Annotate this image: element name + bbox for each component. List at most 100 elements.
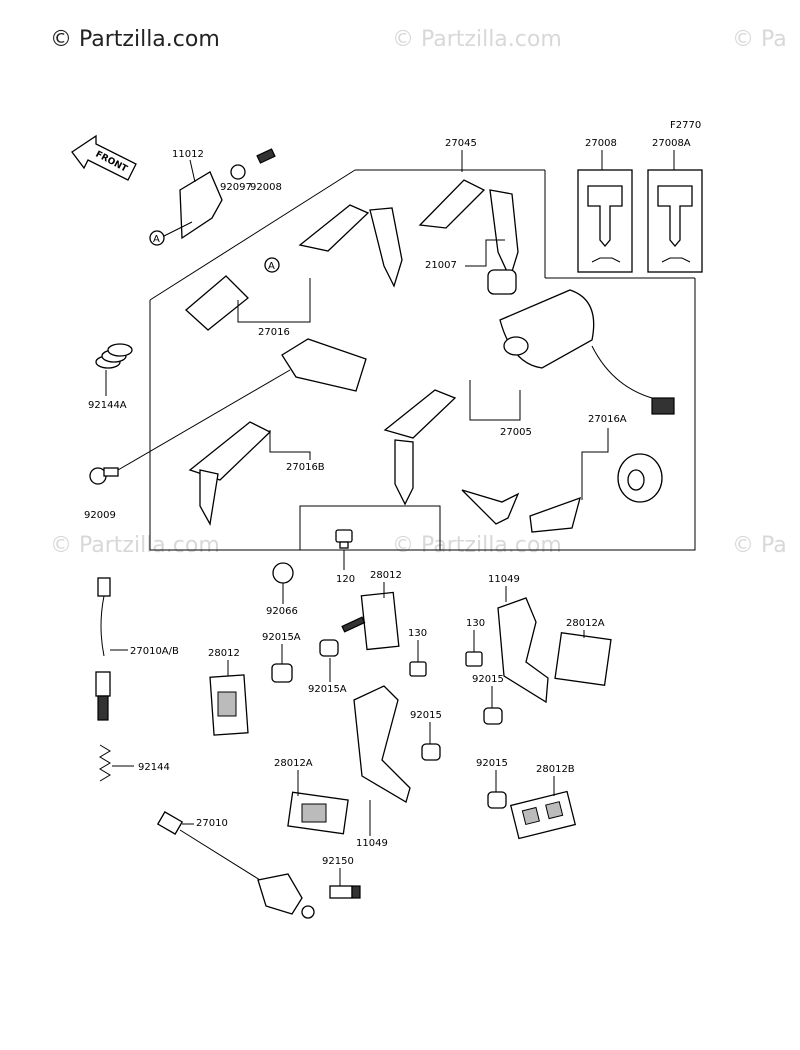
watermark-main: © Partzilla.com (50, 27, 220, 52)
bolt-130-mid (409, 661, 427, 677)
spring-92144a (95, 343, 133, 369)
washer-92066 (272, 562, 294, 584)
key-blank-icon (587, 185, 693, 263)
front-arrow-icon: FRONT (71, 134, 137, 181)
plate-11012 (179, 171, 223, 240)
bolt-120 (335, 529, 353, 549)
watermark-mid-right: © Pa (732, 533, 787, 558)
switch-connector (651, 397, 675, 415)
sensor-27010ab (95, 577, 111, 721)
label-28012a-right: 28012A (566, 618, 605, 629)
label-21007: 21007 (425, 260, 457, 271)
watermark-top-center: © Partzilla.com (392, 27, 562, 52)
key-27045-d (489, 189, 519, 280)
key-27045-c (418, 179, 486, 229)
screw-92009 (89, 467, 119, 485)
watermark-top-right: © Pa (732, 27, 787, 52)
label-92097: 92097 (220, 182, 252, 193)
label-28012b: 28012B (536, 764, 575, 775)
key-27016b-b (199, 469, 219, 526)
leader-92009 (117, 369, 291, 471)
bolt-92008 (256, 148, 276, 164)
bracket-11049-top (497, 597, 549, 704)
lock-cylinder-27016 (185, 275, 249, 331)
plate-28012-top (360, 591, 400, 651)
label-28012a-bottom: 28012A (274, 758, 313, 769)
switch-wire (591, 345, 653, 399)
label-92015-bottom: 92015 (476, 758, 508, 769)
bracket-11049-bottom (353, 685, 411, 803)
label-92066: 92066 (266, 606, 298, 617)
label-92008: 92008 (250, 182, 282, 193)
label-27016b: 27016B (286, 462, 325, 473)
label-11012: 11012 (172, 149, 204, 160)
switch-27010 (156, 811, 315, 919)
plate-texture (217, 691, 237, 717)
nut-92015-mid (421, 743, 441, 761)
assembly-frame (149, 278, 696, 551)
label-27005: 27005 (500, 427, 532, 438)
housing-27016b (281, 338, 367, 392)
label-92150: 92150 (322, 856, 354, 867)
label-92015-mid: 92015 (410, 710, 442, 721)
label-27045: 27045 (445, 138, 477, 149)
spring-92144 (99, 744, 111, 782)
label-130-mid: 130 (408, 628, 427, 639)
key-27045-b (369, 207, 403, 288)
nut-92015-bottom (487, 791, 507, 809)
label-28012-left: 28012 (208, 648, 240, 659)
washer-92097 (230, 164, 246, 180)
label-130-right: 130 (466, 618, 485, 629)
frame-top-left (149, 169, 356, 301)
key-27016a-a (461, 489, 520, 525)
nut-92015a-mid (319, 639, 339, 657)
label-92015a-mid: 92015A (308, 684, 347, 695)
keyhole-icon (503, 336, 529, 356)
label-27010ab: 27010A/B (130, 646, 179, 657)
key-27005-a (383, 389, 457, 439)
nut-92015-right (483, 707, 503, 725)
label-27016a: 27016A (588, 414, 627, 425)
leader-27016 (237, 278, 311, 323)
label-28012-top: 28012 (370, 570, 402, 581)
label-27010: 27010 (196, 818, 228, 829)
label-27008: 27008 (585, 138, 617, 149)
plate-28012b-texture-b (545, 801, 564, 820)
cap-lock-keyhole-icon (627, 469, 645, 491)
label-92144a: 92144A (88, 400, 127, 411)
plate-28012a-right (554, 632, 612, 686)
leader-27016b (269, 430, 311, 460)
key-27045-a (298, 204, 370, 252)
label-27008a: 27008A (652, 138, 691, 149)
leader-21007 (465, 239, 505, 267)
label-92015a-left: 92015A (262, 632, 301, 643)
label-120: 120 (336, 574, 355, 585)
key-27005-b (394, 439, 414, 506)
leader-11012 (189, 159, 196, 183)
watermark-mid-center: © Partzilla.com (392, 533, 562, 558)
ref-a-2: A (268, 261, 275, 272)
bolt-92150 (329, 885, 361, 899)
plate-28012b (509, 790, 577, 840)
figure-code: F2770 (670, 120, 701, 131)
watermark-mid-left: © Partzilla.com (50, 533, 220, 558)
nut-92015a-left (271, 663, 293, 683)
ref-circle-a-2 (264, 257, 280, 273)
label-11049-bottom: 11049 (356, 838, 388, 849)
frame-notch (299, 505, 441, 550)
cap-21007 (487, 269, 517, 295)
bolt-130-right (465, 651, 483, 667)
ref-circle-a-1 (149, 230, 165, 246)
leader-ref-a1 (163, 221, 193, 237)
ref-a-1: A (153, 234, 160, 245)
label-11049-top: 11049 (488, 574, 520, 585)
label-92015-right: 92015 (472, 674, 504, 685)
stud-28012 (341, 616, 366, 633)
label-92009: 92009 (84, 510, 116, 521)
leader-27016a (581, 428, 609, 500)
leader-27005 (469, 380, 521, 421)
label-92144: 92144 (138, 762, 170, 773)
plate-28012b-texture-a (521, 806, 540, 826)
